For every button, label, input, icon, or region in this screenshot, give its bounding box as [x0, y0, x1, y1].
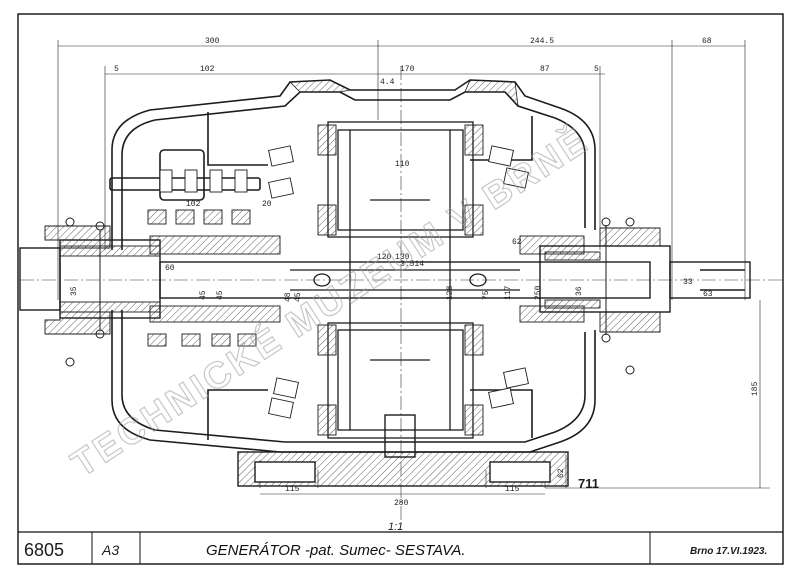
dim-top-mid: 244.5: [530, 37, 554, 46]
bolts: [159, 169, 248, 193]
dim-interior-18: 45: [294, 292, 303, 302]
dim-interior-3: 130: [395, 253, 410, 262]
dim-interior-17: 35: [70, 286, 79, 296]
dim-interior-8: 45: [216, 290, 225, 300]
dimension-labels: 300 244.5 68 102 5 170 87 5 4.4 115 280 …: [70, 37, 760, 508]
dim-interior-12: 117: [504, 285, 513, 300]
drawing-number: 6805: [24, 540, 64, 560]
dim-interior-1: 110: [395, 160, 410, 169]
center-lines: [20, 66, 782, 520]
dim-interior-6: 3.514: [400, 260, 424, 269]
stator-poles: [147, 124, 585, 436]
dim-interior-4: 120: [377, 253, 392, 262]
dim-upper-2: 5: [114, 65, 119, 74]
dim-right-height: 185: [751, 381, 760, 396]
dim-interior-13: 250: [534, 285, 543, 300]
dim-upper-5: 5: [594, 65, 599, 74]
scale-label: 1:1: [388, 521, 403, 533]
dim-interior-10: 128: [446, 285, 455, 300]
dim-interior-19: 48: [284, 292, 293, 302]
dim-interior-5: 20: [262, 200, 272, 209]
dim-interior-9: 45: [199, 290, 208, 300]
drawing-title: GENERÁTOR -pat. Sumec- SESTAVA.: [206, 542, 466, 559]
side-bolts: [65, 217, 635, 375]
dim-bottom-2: 280: [394, 499, 409, 508]
dim-upper-6: 4.4: [380, 78, 395, 87]
dim-interior-11: 75: [482, 290, 491, 300]
coil-windings: [268, 145, 529, 419]
dim-interior-14: 36: [575, 286, 584, 296]
dim-top-left: 300: [205, 37, 220, 46]
dim-interior-16: 63: [703, 290, 713, 299]
dim-upper-1: 102: [200, 65, 215, 74]
dim-bottom-3: 115: [505, 485, 520, 494]
dim-interior-2: 102: [186, 200, 201, 209]
dim-right-small: 62: [557, 468, 566, 478]
rotor-core: [290, 121, 520, 439]
dim-bottom-1: 115: [285, 485, 300, 494]
dim-interior-15: 33: [683, 278, 693, 287]
dim-interior-7: 60: [165, 264, 175, 273]
dim-interior-20: 62: [512, 238, 522, 247]
bearing-housings: [44, 225, 661, 335]
side-mark: 711: [578, 476, 599, 491]
base-foot: [237, 414, 569, 487]
sheet-format: A3: [101, 542, 119, 558]
dim-upper-3: 170: [400, 65, 415, 74]
drawing-date: Brno 17.VI.1923.: [690, 546, 767, 557]
sheet-border: [17, 13, 784, 565]
dim-upper-4: 87: [540, 65, 550, 74]
dim-top-right: 68: [702, 37, 712, 46]
